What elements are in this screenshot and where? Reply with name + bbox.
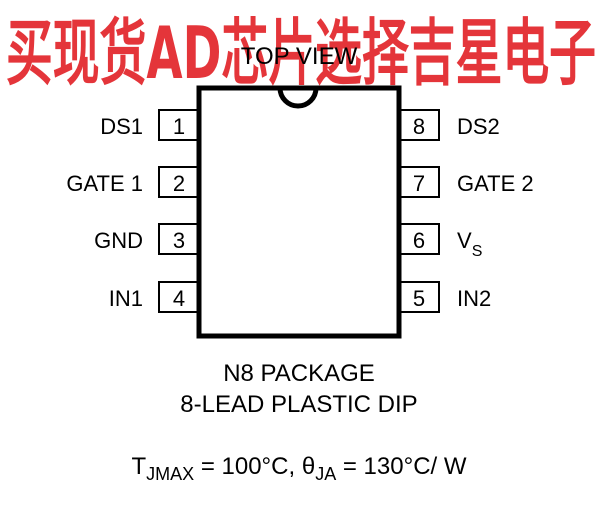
pin-4-label: IN1 [109,286,143,311]
thermal-theta-value: = 130°C/ W [336,453,467,480]
pin-8-number: 8 [413,114,425,139]
pin-5-number: 5 [413,286,425,311]
pin-6: 6 VS [398,223,482,260]
pin-7-number: 7 [413,171,425,196]
ic-body [196,85,402,339]
pin-1-label: DS1 [100,114,143,139]
pin-2: 2 GATE 1 [66,166,200,198]
thermal-theta: θ [302,453,315,480]
top-view-label: TOP VIEW [241,43,358,70]
thermal-spec: TJMAX = 100°C, θJA = 130°C/ W [131,453,466,484]
pin-7-label: GATE 2 [457,171,534,196]
watermark-text: 买现货AD芯片选择吉星电子 [6,11,596,95]
pin-5-label: IN2 [457,286,491,311]
thermal-t-subscript: JMAX [146,464,194,484]
pin-3-number: 3 [173,228,185,253]
pin-6-label: VS [457,228,482,260]
left-pins: 1 DS1 2 GATE 1 3 GND 4 IN1 [66,109,200,313]
pin-4-box [158,281,200,313]
pin-5: 5 IN2 [398,281,491,313]
pin-2-number: 2 [173,171,185,196]
pin-7: 7 GATE 2 [398,166,534,198]
thermal-t-value: = 100°C, [194,453,302,480]
pin-8-box [398,109,440,141]
ic-outline [196,85,402,339]
pin-2-label: GATE 1 [66,171,143,196]
thermal-t: T [131,453,146,480]
pin-3-label: GND [94,228,143,253]
pin-8: 8 DS2 [398,109,500,141]
pin-6-label-main: V [457,228,472,253]
package-description: 8-LEAD PLASTIC DIP [180,391,417,418]
pin-2-box [158,166,200,198]
pin-6-label-subscript: S [472,243,483,260]
right-pins: 8 DS2 7 GATE 2 6 VS 5 IN2 [398,109,534,313]
pin-7-box [398,166,440,198]
pin-3: 3 GND [94,223,200,255]
pin-4: 4 IN1 [109,281,200,313]
thermal-theta-subscript: JA [315,464,336,484]
pin-1-box [158,109,200,141]
pin-1-number: 1 [173,114,185,139]
pin-1: 1 DS1 [100,109,200,141]
pin-3-box [158,223,200,255]
package-name: N8 PACKAGE [223,360,375,387]
pin-8-label: DS2 [457,114,500,139]
pin-6-box [398,223,440,255]
pin-6-number: 6 [413,228,425,253]
pin-4-number: 4 [173,286,185,311]
pin-5-box [398,281,440,313]
pin1-notch [277,87,319,109]
watermark: 买现货AD芯片选择吉星电子 [6,11,596,95]
